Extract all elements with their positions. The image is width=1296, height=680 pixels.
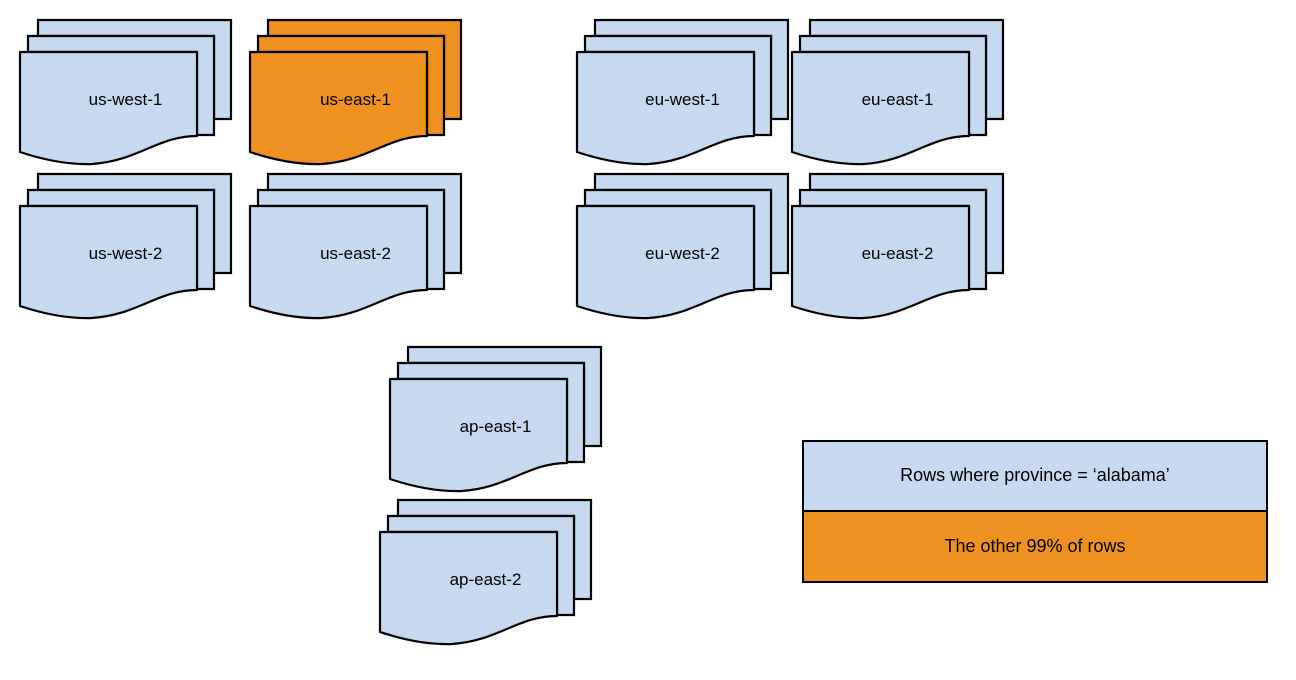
legend-entry-alabama-rows: Rows where province = ‘alabama’ [804,442,1266,512]
legend: Rows where province = ‘alabama’ The othe… [802,440,1268,583]
stacked-document-shape [575,18,790,166]
region-stack-us-east-2[interactable]: us-east-2 [248,172,463,322]
stacked-document-shape [388,345,603,493]
stacked-document-shape [18,18,233,166]
region-stack-eu-west-2[interactable]: eu-west-2 [575,172,790,322]
stacked-document-shape [378,498,593,646]
region-stack-ap-east-1[interactable]: ap-east-1 [388,345,603,495]
region-stack-us-west-2[interactable]: us-west-2 [18,172,233,322]
region-stack-eu-east-1[interactable]: eu-east-1 [790,18,1005,168]
stacked-document-shape [18,172,233,320]
stacked-document-shape [575,172,790,320]
legend-label: Rows where province = ‘alabama’ [900,465,1170,486]
region-stack-ap-east-2[interactable]: ap-east-2 [378,498,593,648]
region-stack-us-west-1[interactable]: us-west-1 [18,18,233,168]
stacked-document-shape [248,18,463,166]
legend-entry-other-rows: The other 99% of rows [804,511,1266,581]
legend-label: The other 99% of rows [944,535,1126,556]
stacked-document-shape [790,172,1005,320]
region-stack-eu-east-2[interactable]: eu-east-2 [790,172,1005,322]
stacked-document-shape [248,172,463,320]
region-stack-us-east-1[interactable]: us-east-1 [248,18,463,168]
region-stack-eu-west-1[interactable]: eu-west-1 [575,18,790,168]
stacked-document-shape [790,18,1005,166]
